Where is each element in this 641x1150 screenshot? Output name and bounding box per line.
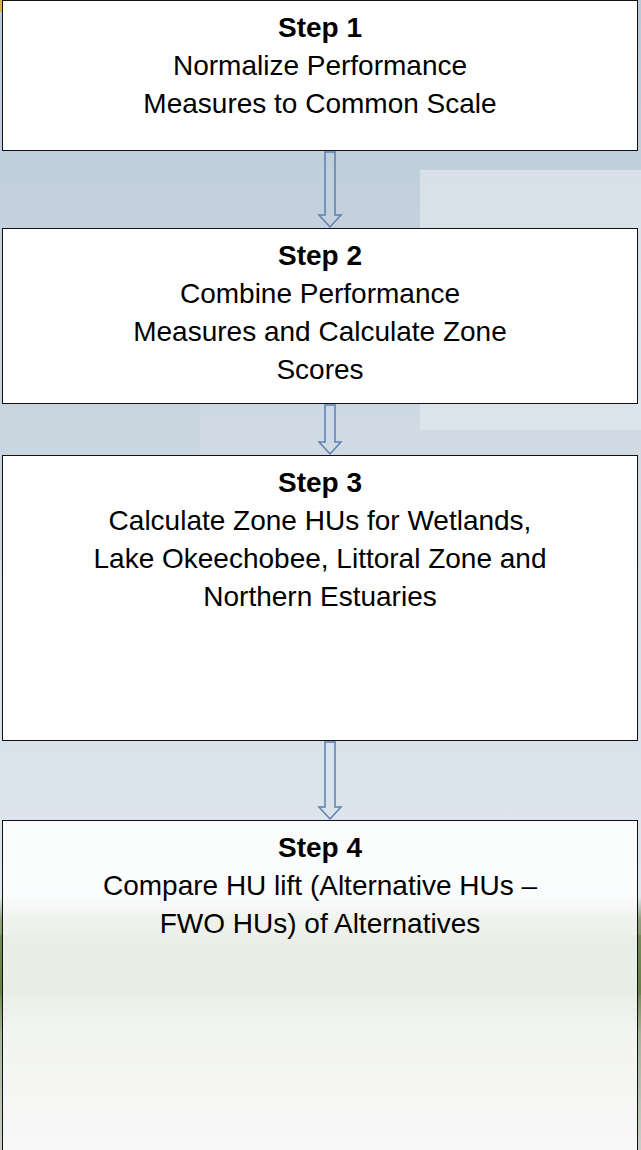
step-description: Compare HU lift (Alternative HUs – FWO H… — [85, 867, 555, 943]
step-description: Combine Performance Measures and Calcula… — [120, 275, 520, 389]
step-heading: Step 1 — [278, 9, 362, 47]
step-description: Calculate Zone HUs for Wetlands, Lake Ok… — [90, 502, 550, 616]
step-heading: Step 2 — [278, 237, 362, 275]
process-box: Step 2Combine Performance Measures and C… — [2, 228, 638, 404]
block-arrow — [319, 742, 341, 819]
step-heading: Step 3 — [278, 464, 362, 502]
process-box: Step 3Calculate Zone HUs for Wetlands, L… — [2, 455, 638, 741]
process-box: Step 4Compare HU lift (Alternative HUs –… — [2, 820, 638, 1150]
step-description: Normalize Performance Measures to Common… — [120, 47, 520, 123]
block-arrow — [319, 152, 341, 227]
step-heading: Step 4 — [278, 829, 362, 867]
block-arrow — [319, 405, 341, 454]
process-box: Step 1Normalize Performance Measures to … — [2, 0, 638, 151]
